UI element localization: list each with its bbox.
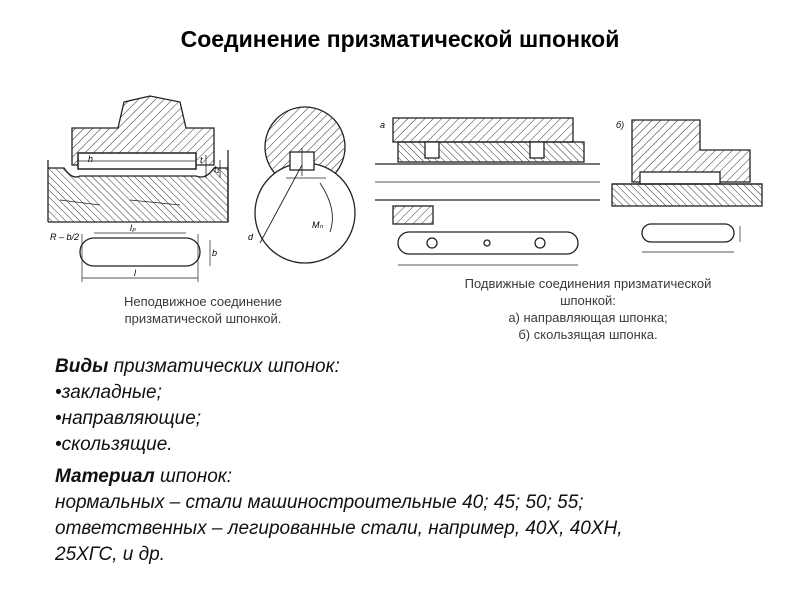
caption-line: б) скользящая шпонка. [518,327,658,342]
caption-line: Подвижные соединения призматической [464,276,712,291]
key-types-section: Виды призматических шпонок: •закладные; … [55,354,755,458]
sliding-key-drawing [611,119,763,253]
label-t1: t₁ [214,164,220,174]
caption-line: Неподвижное соединение [123,294,283,309]
caption-line: шпонкой: [560,293,616,308]
page-title: Соединение призматической шпонкой [180,26,620,52]
material-section: Материал шпонок: нормальных – стали маши… [55,464,755,568]
label-lp: lₚ [130,223,136,233]
key-plan-drawing [79,232,211,282]
label-b-view: б) [616,120,624,130]
guide-key-drawing [375,117,600,266]
label-l: l [134,268,137,278]
material-line: 25ХГС, и др. [55,544,165,565]
material-heading: Материал шпонок: [55,464,755,490]
fixed-joint-caption: Неподвижное соединение призматической шп… [78,293,328,327]
material-line: ответственных – легированные стали, напр… [55,518,623,539]
key-types-heading-bold: Виды [55,356,109,377]
label-d: d [248,232,254,242]
material-line: нормальных – стали машиностроительные 40… [55,492,584,513]
material-heading-bold: Материал [55,466,155,487]
movable-joint-caption: Подвижные соединения призматической шпон… [418,275,758,343]
list-item: •закладные; [55,382,162,403]
key-types-heading: Виды призматических шпонок: [55,354,755,380]
caption-line: а) направляющая шпонка; [508,310,668,325]
list-item: •направляющие; [55,408,202,429]
cross-section-drawing [254,106,356,264]
caption-line: призматической шпонкой. [124,311,282,326]
key-types-heading-rest: призматических шпонок: [108,356,340,377]
material-heading-rest: шпонок: [154,466,233,487]
label-h: h [88,154,93,164]
label-m: Mₙ [312,220,323,230]
label-t: t [200,155,203,165]
label-r: R – b/2 [50,232,79,242]
label-b: b [212,248,217,258]
label-a: a [380,120,385,130]
list-item: •скользящие. [55,434,173,455]
fixed-joint-section-drawing [47,95,229,223]
